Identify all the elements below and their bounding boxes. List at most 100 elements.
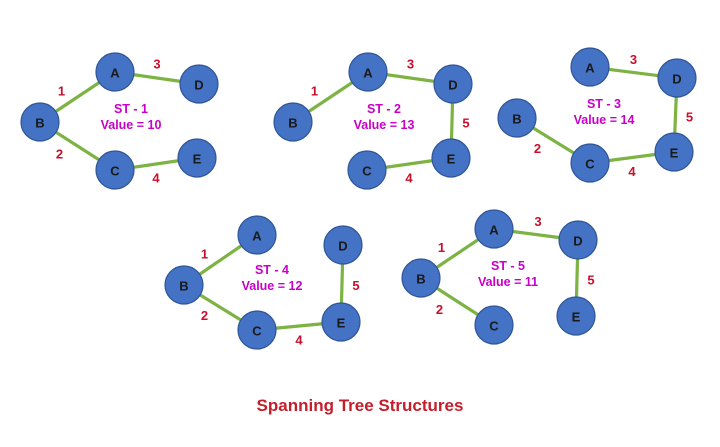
edge-weight-label: 4	[295, 333, 303, 348]
node-circle	[497, 98, 537, 138]
edge-weight-label: 2	[436, 302, 443, 317]
node-circle	[654, 132, 694, 172]
node-circle	[237, 310, 277, 350]
edge-weight-label: 3	[534, 214, 541, 229]
node-circle	[474, 305, 514, 345]
node-circle	[570, 143, 610, 183]
node-c: C	[237, 310, 277, 350]
edge-weight-label: 1	[201, 247, 208, 262]
node-e: E	[321, 302, 361, 342]
node-label: C	[110, 164, 120, 179]
tree-name: ST - 3	[587, 97, 621, 111]
spanning-tree-2: 1 3 5 4 A B C D E ST - 2 Value = 13	[273, 52, 473, 190]
figure-title: Spanning Tree Structures	[256, 396, 464, 415]
tree-name: ST - 5	[491, 259, 525, 273]
edge-weight-label: 2	[534, 141, 541, 156]
node-a: A	[348, 52, 388, 92]
node-label: B	[288, 116, 297, 131]
edge-weight-label: 4	[628, 164, 636, 179]
edge-weight-label: 3	[407, 57, 414, 72]
node-circle	[323, 225, 363, 265]
node-c: C	[474, 305, 514, 345]
node-label: D	[573, 234, 582, 249]
node-b: B	[164, 265, 204, 305]
tree-value: Value = 11	[478, 275, 538, 289]
node-label: D	[672, 72, 681, 87]
node-label: C	[489, 319, 499, 334]
spanning-tree-4: 1 2 4 5 A B C D E ST - 4 Value = 12	[164, 215, 363, 350]
node-circle	[474, 209, 514, 249]
node-label: A	[252, 229, 262, 244]
edge-weight-label: 2	[201, 308, 208, 323]
node-circle	[347, 150, 387, 190]
node-label: E	[572, 310, 581, 325]
node-label: B	[179, 279, 188, 294]
node-b: B	[401, 258, 441, 298]
node-label: D	[338, 239, 347, 254]
tree-value: Value = 12	[242, 279, 303, 293]
node-d: D	[433, 64, 473, 104]
node-label: A	[363, 66, 373, 81]
node-label: E	[447, 152, 456, 167]
node-circle	[348, 52, 388, 92]
node-label: B	[512, 112, 521, 127]
node-d: D	[558, 220, 598, 260]
node-circle	[237, 215, 277, 255]
tree-name: ST - 4	[255, 263, 289, 277]
edge-weight-label: 5	[352, 278, 359, 293]
node-label: D	[448, 78, 457, 93]
edge-weight-label: 5	[686, 110, 693, 125]
node-label: A	[489, 223, 499, 238]
node-circle	[570, 47, 610, 87]
node-label: C	[362, 164, 372, 179]
edge-weight-label: 3	[630, 52, 637, 67]
node-circle	[321, 302, 361, 342]
tree-value: Value = 10	[101, 118, 162, 132]
node-circle	[273, 102, 313, 142]
node-circle	[431, 138, 471, 178]
node-e: E	[556, 296, 596, 336]
node-label: C	[585, 157, 595, 172]
tree-name: ST - 2	[367, 102, 401, 116]
edge-weight-label: 1	[311, 84, 318, 99]
node-c: C	[570, 143, 610, 183]
node-label: C	[252, 324, 262, 339]
node-circle	[20, 102, 60, 142]
node-label: E	[670, 146, 679, 161]
node-e: E	[431, 138, 471, 178]
node-label: E	[337, 316, 346, 331]
node-d: D	[323, 225, 363, 265]
node-e: E	[177, 138, 217, 178]
tree-value: Value = 13	[354, 118, 415, 132]
node-d: D	[657, 58, 697, 98]
node-label: A	[110, 66, 120, 81]
node-circle	[657, 58, 697, 98]
node-circle	[401, 258, 441, 298]
node-circle	[177, 138, 217, 178]
node-circle	[95, 150, 135, 190]
node-a: A	[237, 215, 277, 255]
edge-weight-label: 3	[153, 57, 160, 72]
node-a: A	[474, 209, 514, 249]
node-a: A	[570, 47, 610, 87]
node-b: B	[497, 98, 537, 138]
node-b: B	[273, 102, 313, 142]
node-label: D	[194, 78, 203, 93]
edge-weight-label: 5	[587, 273, 594, 288]
edge-weight-label: 1	[58, 84, 65, 99]
node-circle	[164, 265, 204, 305]
node-label: E	[193, 152, 202, 167]
node-circle	[95, 52, 135, 92]
edge-weight-label: 4	[405, 171, 413, 186]
node-c: C	[95, 150, 135, 190]
edge-weight-label: 4	[152, 171, 160, 186]
edge-weight-label: 5	[462, 116, 469, 131]
node-d: D	[179, 64, 219, 104]
node-circle	[556, 296, 596, 336]
node-c: C	[347, 150, 387, 190]
